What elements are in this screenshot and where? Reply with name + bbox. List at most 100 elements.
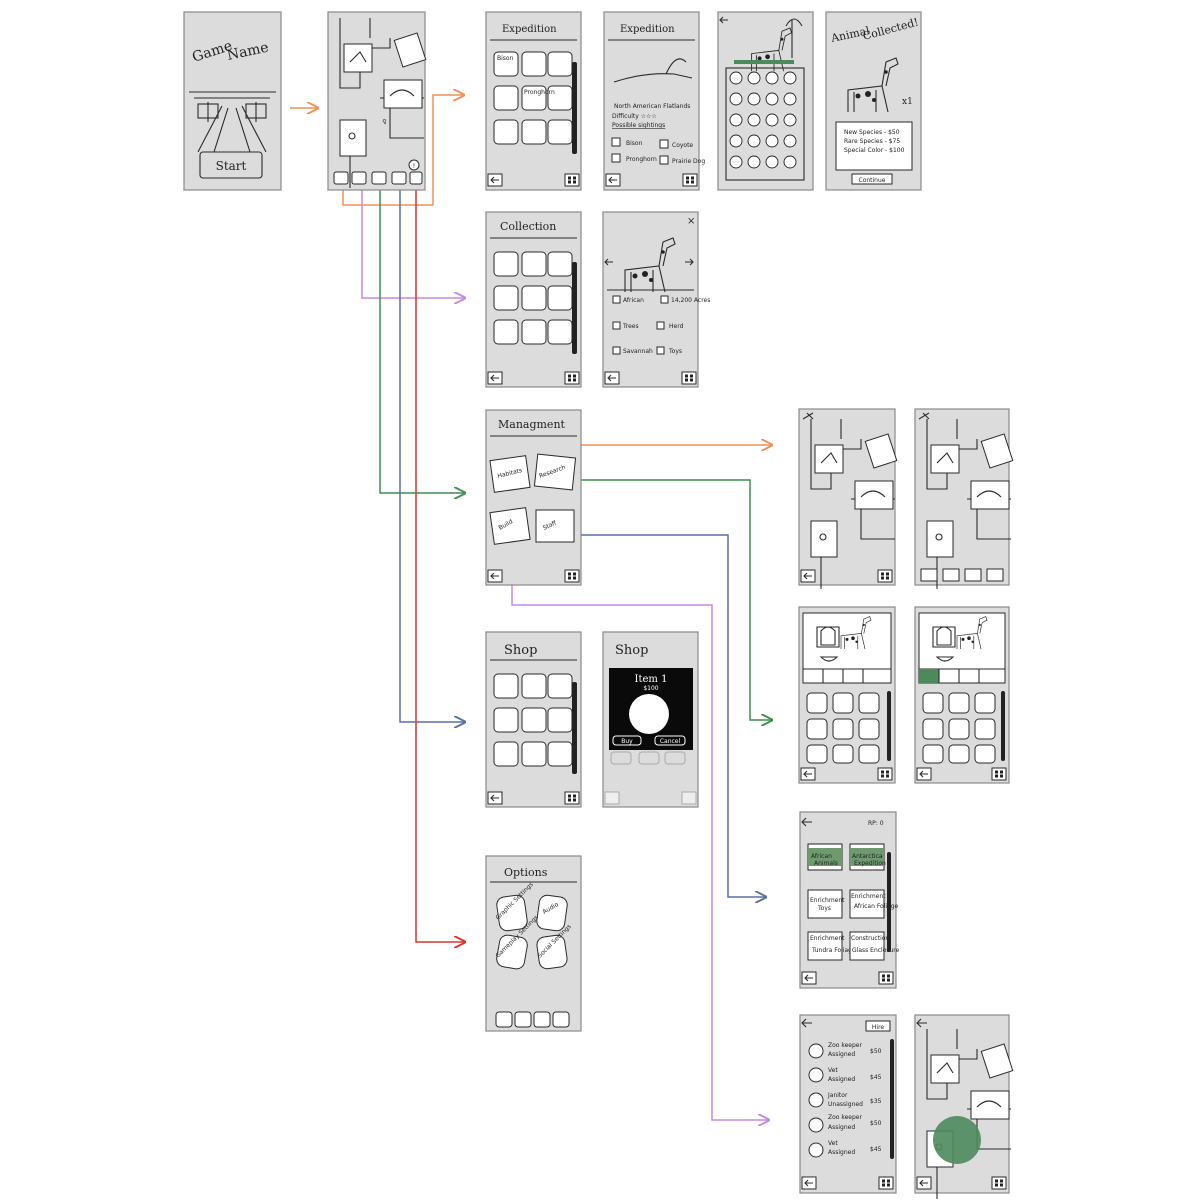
social-settings-button[interactable] (536, 934, 568, 970)
link-research (575, 479, 772, 720)
alert-icon[interactable] (408, 159, 420, 171)
expedition-detail-screen: Expedition North American Flatlands Diff… (603, 11, 705, 191)
shop-grid-screen: Shop (485, 631, 582, 808)
svg-text:Unassigned: Unassigned (828, 1101, 863, 1108)
habitats-button[interactable] (489, 455, 531, 493)
svg-text:Coyote: Coyote (672, 142, 693, 149)
close-icon: × (687, 216, 695, 227)
rp-label: RP: 0 (868, 820, 884, 827)
svg-text:Special Color - $100: Special Color - $100 (844, 147, 905, 154)
svg-text:Assigned: Assigned (828, 1124, 855, 1131)
svg-text:Construction: Construction (851, 935, 889, 942)
expedition-slot-label: Bison (497, 55, 514, 62)
svg-text:!: ! (413, 163, 415, 170)
item-price: $100 (643, 685, 658, 692)
research-button[interactable] (533, 453, 577, 491)
start-label: Start (216, 159, 247, 173)
nav-tab-options[interactable] (409, 171, 423, 185)
svg-text:$45: $45 (870, 1074, 882, 1081)
match-grid (729, 71, 797, 169)
svg-text:Enrichment: Enrichment (810, 897, 845, 904)
continue-button[interactable] (851, 173, 893, 185)
map-hub-screen: ♀ ! (327, 11, 427, 191)
link-options (415, 187, 465, 942)
svg-text:♀: ♀ (382, 118, 388, 126)
options-screen: Options Graphic Settings Audio Gameplay … (485, 855, 582, 1032)
svg-text:Vet: Vet (828, 1140, 838, 1147)
cancel-button[interactable] (654, 735, 686, 746)
build-button[interactable] (489, 507, 531, 545)
svg-text:Hire: Hire (872, 1024, 885, 1031)
link-staff (575, 534, 766, 897)
foliage-tab-active (919, 669, 939, 683)
svg-text:Toys: Toys (817, 905, 831, 912)
svg-text:$50: $50 (870, 1120, 882, 1127)
svg-text:Savannah: Savannah (623, 348, 653, 355)
research-card-highlight (808, 848, 842, 866)
start-button[interactable] (199, 151, 263, 179)
gameplay-settings-button[interactable] (495, 934, 528, 970)
buy-button[interactable] (612, 735, 642, 746)
build-placement-screen (914, 1014, 1014, 1200)
collection-grid-screen: Collection (485, 211, 582, 388)
svg-text:Assigned: Assigned (828, 1076, 855, 1083)
svg-text:Bison: Bison (626, 140, 643, 147)
habitat-edit-screen (798, 606, 896, 784)
svg-text:African: African (623, 297, 644, 304)
link-expedition (342, 95, 464, 206)
svg-text:Vet: Vet (828, 1067, 838, 1074)
svg-text:Prairie Dog: Prairie Dog (672, 158, 705, 165)
gate-illustration (189, 91, 276, 153)
management-title: Managment (498, 418, 566, 431)
nav-tab-expedition[interactable] (333, 171, 349, 185)
svg-text:Pronghorn: Pronghorn (626, 156, 657, 163)
hire-button[interactable] (865, 1020, 891, 1032)
svg-text:14,200 Acres: 14,200 Acres (671, 297, 710, 304)
link-build (511, 540, 769, 1120)
nav-tab-management[interactable] (371, 171, 387, 185)
svg-text:Toys: Toys (668, 348, 682, 355)
svg-text:Antarctica: Antarctica (852, 853, 883, 860)
expedition-region: North American Flatlands (614, 103, 690, 110)
expedition-difficulty: Difficulty ☆☆☆ (612, 113, 657, 120)
svg-text:Enrichment: Enrichment (810, 935, 845, 942)
svg-text:African Foliage: African Foliage (854, 903, 899, 910)
svg-text:Cancel: Cancel (660, 738, 681, 745)
nav-tab-collection[interactable] (351, 171, 367, 185)
title-screen: Game Name Start (183, 11, 282, 191)
svg-text:Trees: Trees (622, 323, 639, 330)
svg-text:Expedition: Expedition (854, 860, 886, 867)
svg-text:$35: $35 (870, 1098, 882, 1105)
management-screen: Managment Habitats Research Build Staff (485, 409, 582, 586)
link-management (379, 187, 465, 493)
svg-text:Herd: Herd (669, 323, 684, 330)
svg-text:$45: $45 (870, 1146, 882, 1153)
graphic-settings-button[interactable] (496, 894, 528, 932)
shop-title: Shop (615, 643, 648, 658)
svg-text:Zoo keeper: Zoo keeper (828, 1042, 863, 1049)
placement-cursor (933, 1116, 981, 1164)
expedition-title: Expedition (502, 24, 557, 35)
habitat-map-screen (798, 408, 898, 590)
collection-title: Collection (500, 220, 556, 233)
audio-button[interactable] (536, 894, 568, 932)
shop-title: Shop (504, 643, 537, 658)
expedition-slot-label: Pronghorn (524, 89, 555, 96)
svg-text:$50: $50 (870, 1048, 882, 1055)
expedition-possible-sightings: Possible sightings (612, 122, 665, 129)
research-screen: RP: 0 African Animals Antarctica Expedit… (799, 811, 900, 989)
nav-tab-shop[interactable] (391, 171, 407, 185)
continue-label: Continue (859, 177, 886, 184)
svg-text:Glass Enclosure: Glass Enclosure (852, 947, 900, 954)
staff-button[interactable] (535, 509, 575, 543)
svg-text:Janitor: Janitor (827, 1092, 848, 1099)
habitat-edit-foliage-screen (914, 606, 1010, 784)
match-game-screen (717, 11, 814, 191)
svg-text:Zoo keeper: Zoo keeper (828, 1114, 863, 1121)
